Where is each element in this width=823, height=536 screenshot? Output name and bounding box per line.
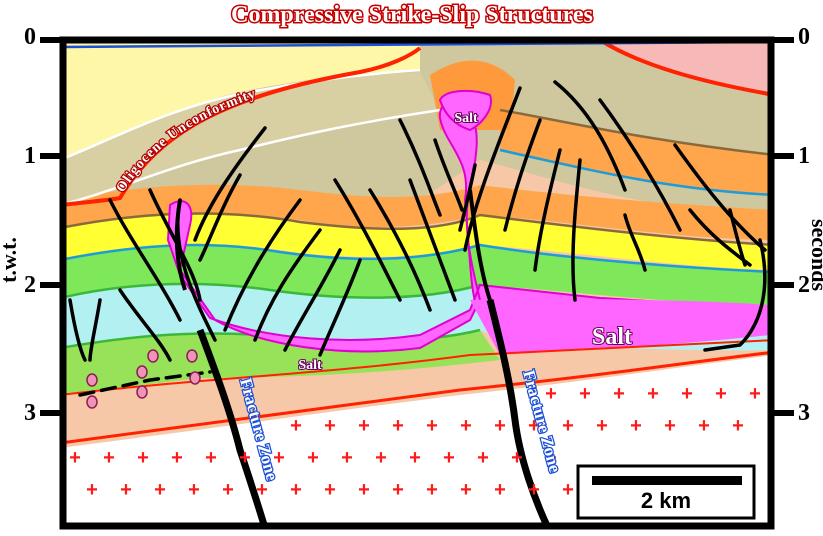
beige-layer [63,72,440,205]
right-axis: 0 1 2 3 seconds [771,24,823,426]
basement-cross: + [409,447,421,469]
basement-cross: + [528,479,540,501]
salt-left-label: Salt [298,358,322,373]
basement-cross: + [460,415,472,437]
basement-cross: + [460,479,472,501]
basement-cross: + [239,447,251,469]
basement-cross: + [375,447,387,469]
basement-cross: + [103,447,115,469]
basement-cross: + [273,447,285,469]
basement-cross: + [392,415,404,437]
figure-title: Compressive Strike-Slip Structures [231,2,593,28]
salt-blobs [86,349,201,409]
basement-cross: + [494,415,506,437]
fracture-zone-right-line [486,299,551,526]
right-tick-2: 2 [798,272,810,298]
basement-cross: + [732,415,744,437]
basement-cross: + [171,447,183,469]
basement-cross: + [477,447,489,469]
basement-cross: + [137,447,149,469]
basement-cross: + [579,383,591,405]
salt-main-label: Salt [592,324,632,350]
basement-cross: + [698,415,710,437]
basement-cross: + [290,415,302,437]
right-tick-0: 0 [798,24,810,50]
basement-cross: + [341,447,353,469]
basement-cross: + [681,383,693,405]
basement-cross: + [545,383,557,405]
scale-bar: 2 km [576,464,756,520]
basement-cross: + [545,447,557,469]
basement-cross: + [647,383,659,405]
basement-cross: + [426,415,438,437]
basement-cross: + [120,479,132,501]
basement-cross: + [222,479,234,501]
basement-cross: + [562,415,574,437]
salt-diapir-label: Salt [454,111,478,126]
unconformity-line [63,46,422,207]
scale-bar-label: 2 km [641,488,691,513]
right-tick-3: 3 [798,400,810,426]
left-tick-2: 2 [24,272,36,298]
left-tick-3: 3 [24,400,36,426]
basement-cross: + [613,383,625,405]
basement-cross: + [69,447,81,469]
basement-cross: + [205,447,217,469]
basement-cross: + [358,415,370,437]
left-tick-0: 0 [24,24,36,50]
salt-main-body [470,298,770,355]
right-tick-1: 1 [798,143,810,169]
top-yellow-layer [63,40,420,159]
basement-cross: + [392,479,404,501]
salt-base-line [63,339,771,396]
diapir-fault [468,189,492,301]
basement-cross: + [749,383,761,405]
salt-diapir-top [438,89,492,132]
orange-layer [63,184,771,240]
basement-cross: + [562,479,574,501]
fault-lines [68,80,767,397]
basement-cross: + [324,415,336,437]
basement-cross: + [290,479,302,501]
basement-cross: + [256,479,268,501]
basement-cross: + [630,415,642,437]
fracture-zone-left-line [196,328,269,526]
pink-layer [600,40,771,95]
basement-top-line [63,350,771,445]
left-tick-1: 1 [24,143,36,169]
basement-cross: + [664,415,676,437]
basement-cross: + [715,383,727,405]
basement-cross: + [596,415,608,437]
basement-crosses: ++++++++++++++++++++++++++++++++++++++++… [69,383,761,501]
basement-cross: + [154,479,166,501]
basement-cross: + [358,479,370,501]
right-axis-title: seconds [807,219,823,292]
left-axis-title: t.w.t. [0,237,21,283]
basement-cross: + [443,447,455,469]
basement-cross: + [528,415,540,437]
basement-cross: + [494,479,506,501]
basement-cross: + [307,447,319,469]
yellow-layer [63,213,771,270]
basement-cross: + [324,479,336,501]
basement-cross: + [426,479,438,501]
left-diapir-fault [174,199,187,291]
basement-cross: + [511,447,523,469]
basement-cross: + [188,479,200,501]
basement-cross: + [86,479,98,501]
section-interior: ++++++++++++++++++++++++++++++++++++++++… [63,40,771,526]
left-axis: 0 1 2 3 t.w.t. [0,24,63,426]
